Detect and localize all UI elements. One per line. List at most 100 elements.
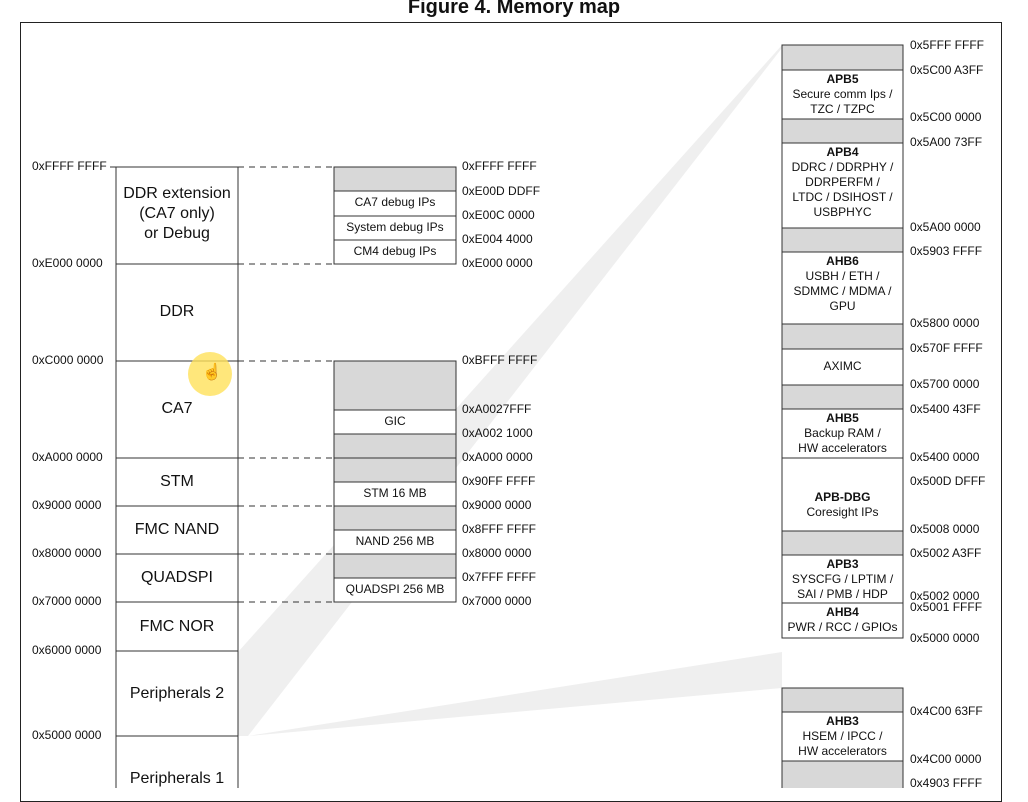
right-block-5 [781, 227, 904, 253]
mid-block-label: System debug IPs [346, 220, 444, 234]
left-region-label: CA7 [161, 400, 193, 417]
right-block-name: APB4 [826, 145, 859, 159]
right-address: 0x5000 0000 [910, 631, 980, 645]
mid-block-1 [333, 166, 457, 192]
mid-block-label: NAND 256 MB [355, 534, 435, 548]
mid-block-6 [333, 409, 457, 435]
left-region-8 [115, 650, 239, 737]
right-block-desc: AXIMC [823, 359, 862, 373]
left-address: 0xA000 0000 [32, 450, 103, 464]
right-address: 0x5002 0000 [910, 589, 980, 603]
mid-address: 0x9000 0000 [462, 498, 532, 512]
mid-address: 0xA0027FFF [462, 402, 532, 416]
right-address: 0x5903 FFFF [910, 244, 983, 258]
right-block-desc: PWR / RCC / GPIOs [787, 620, 898, 634]
right-address: 0x570F FFFF [910, 341, 983, 355]
mid-address: 0x7000 0000 [462, 594, 532, 608]
left-address: 0xC000 0000 [32, 353, 104, 367]
right-address: 0x5700 0000 [910, 377, 980, 391]
right-block-8 [781, 348, 904, 386]
right-address: 0x5002 A3FF [910, 546, 982, 560]
right-block-desc: Coresight IPs [806, 505, 879, 519]
mid-block-label: STM 16 MB [363, 486, 427, 500]
mid-block-label: CA7 debug IPs [354, 195, 436, 209]
mid-block-4 [333, 239, 457, 265]
mid-block-5 [333, 360, 457, 411]
left-region-label: FMC NOR [139, 618, 215, 635]
right-address: 0x5800 0000 [910, 316, 980, 330]
hand-cursor-icon: ☝ [202, 364, 222, 381]
right-address: 0x5FFF FFFF [910, 38, 984, 52]
right-address: 0x5001 FFFF [910, 600, 983, 614]
left-region-9 [115, 735, 239, 788]
right-address: 0x5C00 A3FF [910, 63, 984, 77]
mid-block-2 [333, 190, 457, 217]
mid-address: 0xE000 0000 [462, 256, 533, 270]
right-block-4 [781, 142, 904, 229]
right-address: 0x5400 0000 [910, 450, 980, 464]
right-block-3 [781, 118, 904, 144]
mid-block-11 [333, 529, 457, 555]
right-block-12 [781, 530, 904, 556]
mid-block-8 [333, 457, 457, 483]
mid-block-7 [333, 433, 457, 459]
left-address: 0x8000 0000 [32, 546, 102, 560]
cursor-highlight: ☝ [188, 352, 232, 396]
right-block-name: AHB6 [826, 254, 859, 268]
right-block-desc: DDRC / DDRPHY /DDRPERFM /LTDC / DSIHOST … [791, 160, 894, 219]
left-region-label: Peripherals 1 [129, 770, 225, 787]
right-block-name: APB3 [826, 557, 859, 571]
right-address: 0x500D DFFF [910, 474, 986, 488]
right-block-13 [781, 554, 904, 604]
left-region-label: FMC NAND [134, 521, 220, 538]
right-address: 0x5A00 0000 [910, 220, 981, 234]
right-block-desc: Backup RAM /HW accelerators [798, 426, 887, 455]
mid-block-10 [333, 505, 457, 531]
right-block-10 [781, 408, 904, 459]
left-region-2 [115, 263, 239, 362]
right-block-7 [781, 323, 904, 350]
wedge-lower [248, 652, 782, 736]
mid-address: 0xE00C 0000 [462, 208, 535, 222]
mid-block-label: GIC [384, 414, 406, 428]
right-block-name: AHB5 [826, 411, 859, 425]
right-block-name: AHB3 [826, 714, 859, 728]
left-address: 0x5000 0000 [32, 728, 102, 742]
right-address: 0x4C00 63FF [910, 704, 983, 718]
mid-block-12 [333, 553, 457, 579]
mid-address: 0xBFFF FFFF [462, 353, 538, 367]
right-block-name: APB-DBG [814, 490, 871, 504]
right-block-14 [781, 602, 904, 639]
right-address: 0x4903 FFFF [910, 776, 983, 790]
left-address: 0xE000 0000 [32, 256, 103, 270]
left-region-label: QUADSPI [140, 569, 213, 586]
left-region-label: DDR [159, 303, 195, 320]
left-address: 0x7000 0000 [32, 594, 102, 608]
left-region-label: STM [160, 473, 194, 490]
right-block-desc: Secure comm Ips /TZC / TZPC [792, 87, 893, 116]
figure-title: Figure 4. Memory map [407, 0, 621, 18]
right-block-name: APB5 [826, 72, 859, 86]
right-block-desc: HSEM / IPCC /HW accelerators [798, 729, 887, 758]
mid-address: 0xA002 1000 [462, 426, 533, 440]
right-block-17 [781, 760, 904, 788]
right-address: 0x5C00 0000 [910, 110, 982, 124]
mid-block-label: QUADSPI 256 MB [345, 582, 445, 596]
left-address: 0x6000 0000 [32, 643, 102, 657]
right-block-name: AHB4 [826, 605, 859, 619]
mid-block-label: CM4 debug IPs [353, 244, 437, 258]
right-address: 0x5400 43FF [910, 402, 981, 416]
mid-address: 0xE00D DDFF [462, 184, 541, 198]
mid-address: 0xA000 0000 [462, 450, 533, 464]
right-block-16 [781, 711, 904, 762]
left-address: 0xFFFF FFFF [32, 159, 107, 173]
left-region-7 [115, 601, 239, 652]
left-region-label: DDR extension(CA7 only)or Debug [123, 185, 231, 242]
wedge-upper [238, 45, 782, 736]
left-address: 0x9000 0000 [32, 498, 102, 512]
mid-address: 0xE004 4000 [462, 232, 533, 246]
right-block-15 [781, 687, 904, 713]
right-address: 0x5A00 73FF [910, 135, 983, 149]
left-region-1 [115, 166, 239, 265]
